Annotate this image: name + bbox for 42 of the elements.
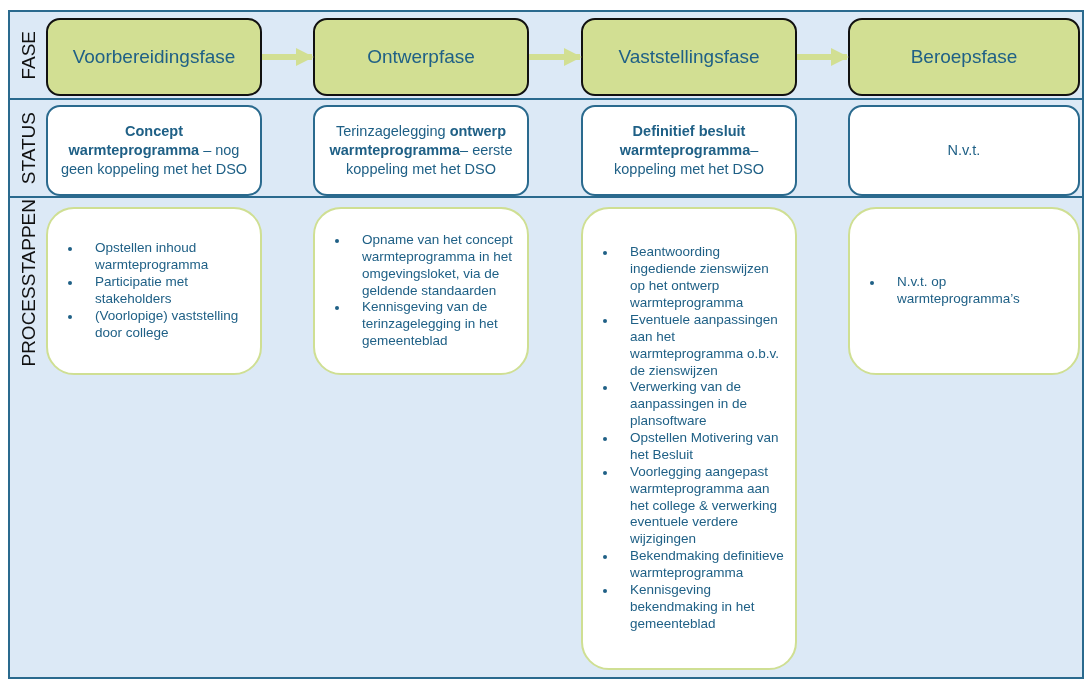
status-text: N.v.t.: [946, 141, 982, 160]
phase-box: [46, 18, 262, 96]
bullet-item: Kennisgeving bekendmaking in het gemeenteblad: [593, 581, 785, 633]
arrow: [262, 48, 314, 66]
bullet-item: Opstellen Motivering van het Besluit: [593, 430, 785, 464]
process-box: [46, 207, 262, 375]
lane-label: STATUS: [18, 111, 40, 185]
phase-title: Vaststellingsfase: [617, 46, 761, 68]
lane-band: [8, 10, 1084, 100]
lane-label: FASE: [18, 30, 40, 80]
process-box: [581, 207, 797, 670]
status-box: [313, 105, 529, 196]
bullet-item: Kennisgeving van de terinzagelegging in het gemeenteblad: [325, 299, 517, 351]
bullet-item: Beantwoording ingediende zienswijzen op het ontwerp warmteprogramma: [593, 244, 785, 312]
status-box: [581, 105, 797, 196]
phase-title: Voorbereidingsfase: [71, 46, 237, 68]
status-box: [848, 105, 1080, 196]
bullet-item: Opname van het concept warmteprogramma in het omgevingsloket, via de geldende standaarden: [325, 231, 517, 300]
arrow: [529, 48, 582, 66]
status-box: [46, 105, 262, 196]
phase-title: Ontwerpfase: [366, 46, 476, 68]
status-text: Definitief besluit warmteprogramma– koppeling met het DSO: [613, 122, 765, 179]
process-box: [313, 207, 529, 375]
bullet-item: N.v.t. op warmteprogramma’s: [860, 274, 1068, 308]
status-text: Concept warmteprogramma – nog geen koppeling met het DSO: [60, 122, 248, 179]
lane-label: PROCESSTAPPEN: [18, 199, 40, 367]
bullet-item: Participatie met stakeholders: [58, 274, 250, 308]
phase-box: [313, 18, 529, 96]
process-box: [848, 207, 1080, 375]
phase-box: [581, 18, 797, 96]
phase-box: [848, 18, 1080, 96]
bullet-item: Verwerking van de aanpassingen in de plansoftware: [593, 379, 785, 431]
bullet-item: Bekendmaking definitieve warmteprogramma: [593, 548, 785, 582]
bullet-item: (Voorlopige) vaststelling door college: [58, 307, 250, 342]
arrow: [797, 48, 849, 66]
bullet-item: Voorlegging aangepast warmteprogramma aan het college & verwerking eventuele verdere wijzigingen: [593, 463, 785, 549]
bullet-item: Eventuele aanpassingen aan het warmteprogramma o.b.v. de zienswijzen: [593, 311, 785, 380]
status-text: Terinzagelegging ontwerp warmteprogramma– eerste koppeling met het DSO: [328, 122, 514, 179]
phase-title: Beroepsfase: [909, 46, 1019, 68]
lane-band: [8, 98, 1084, 198]
bullet-item: Opstellen inhoud warmteprogramma: [58, 240, 250, 275]
lane-band: [8, 196, 1084, 679]
